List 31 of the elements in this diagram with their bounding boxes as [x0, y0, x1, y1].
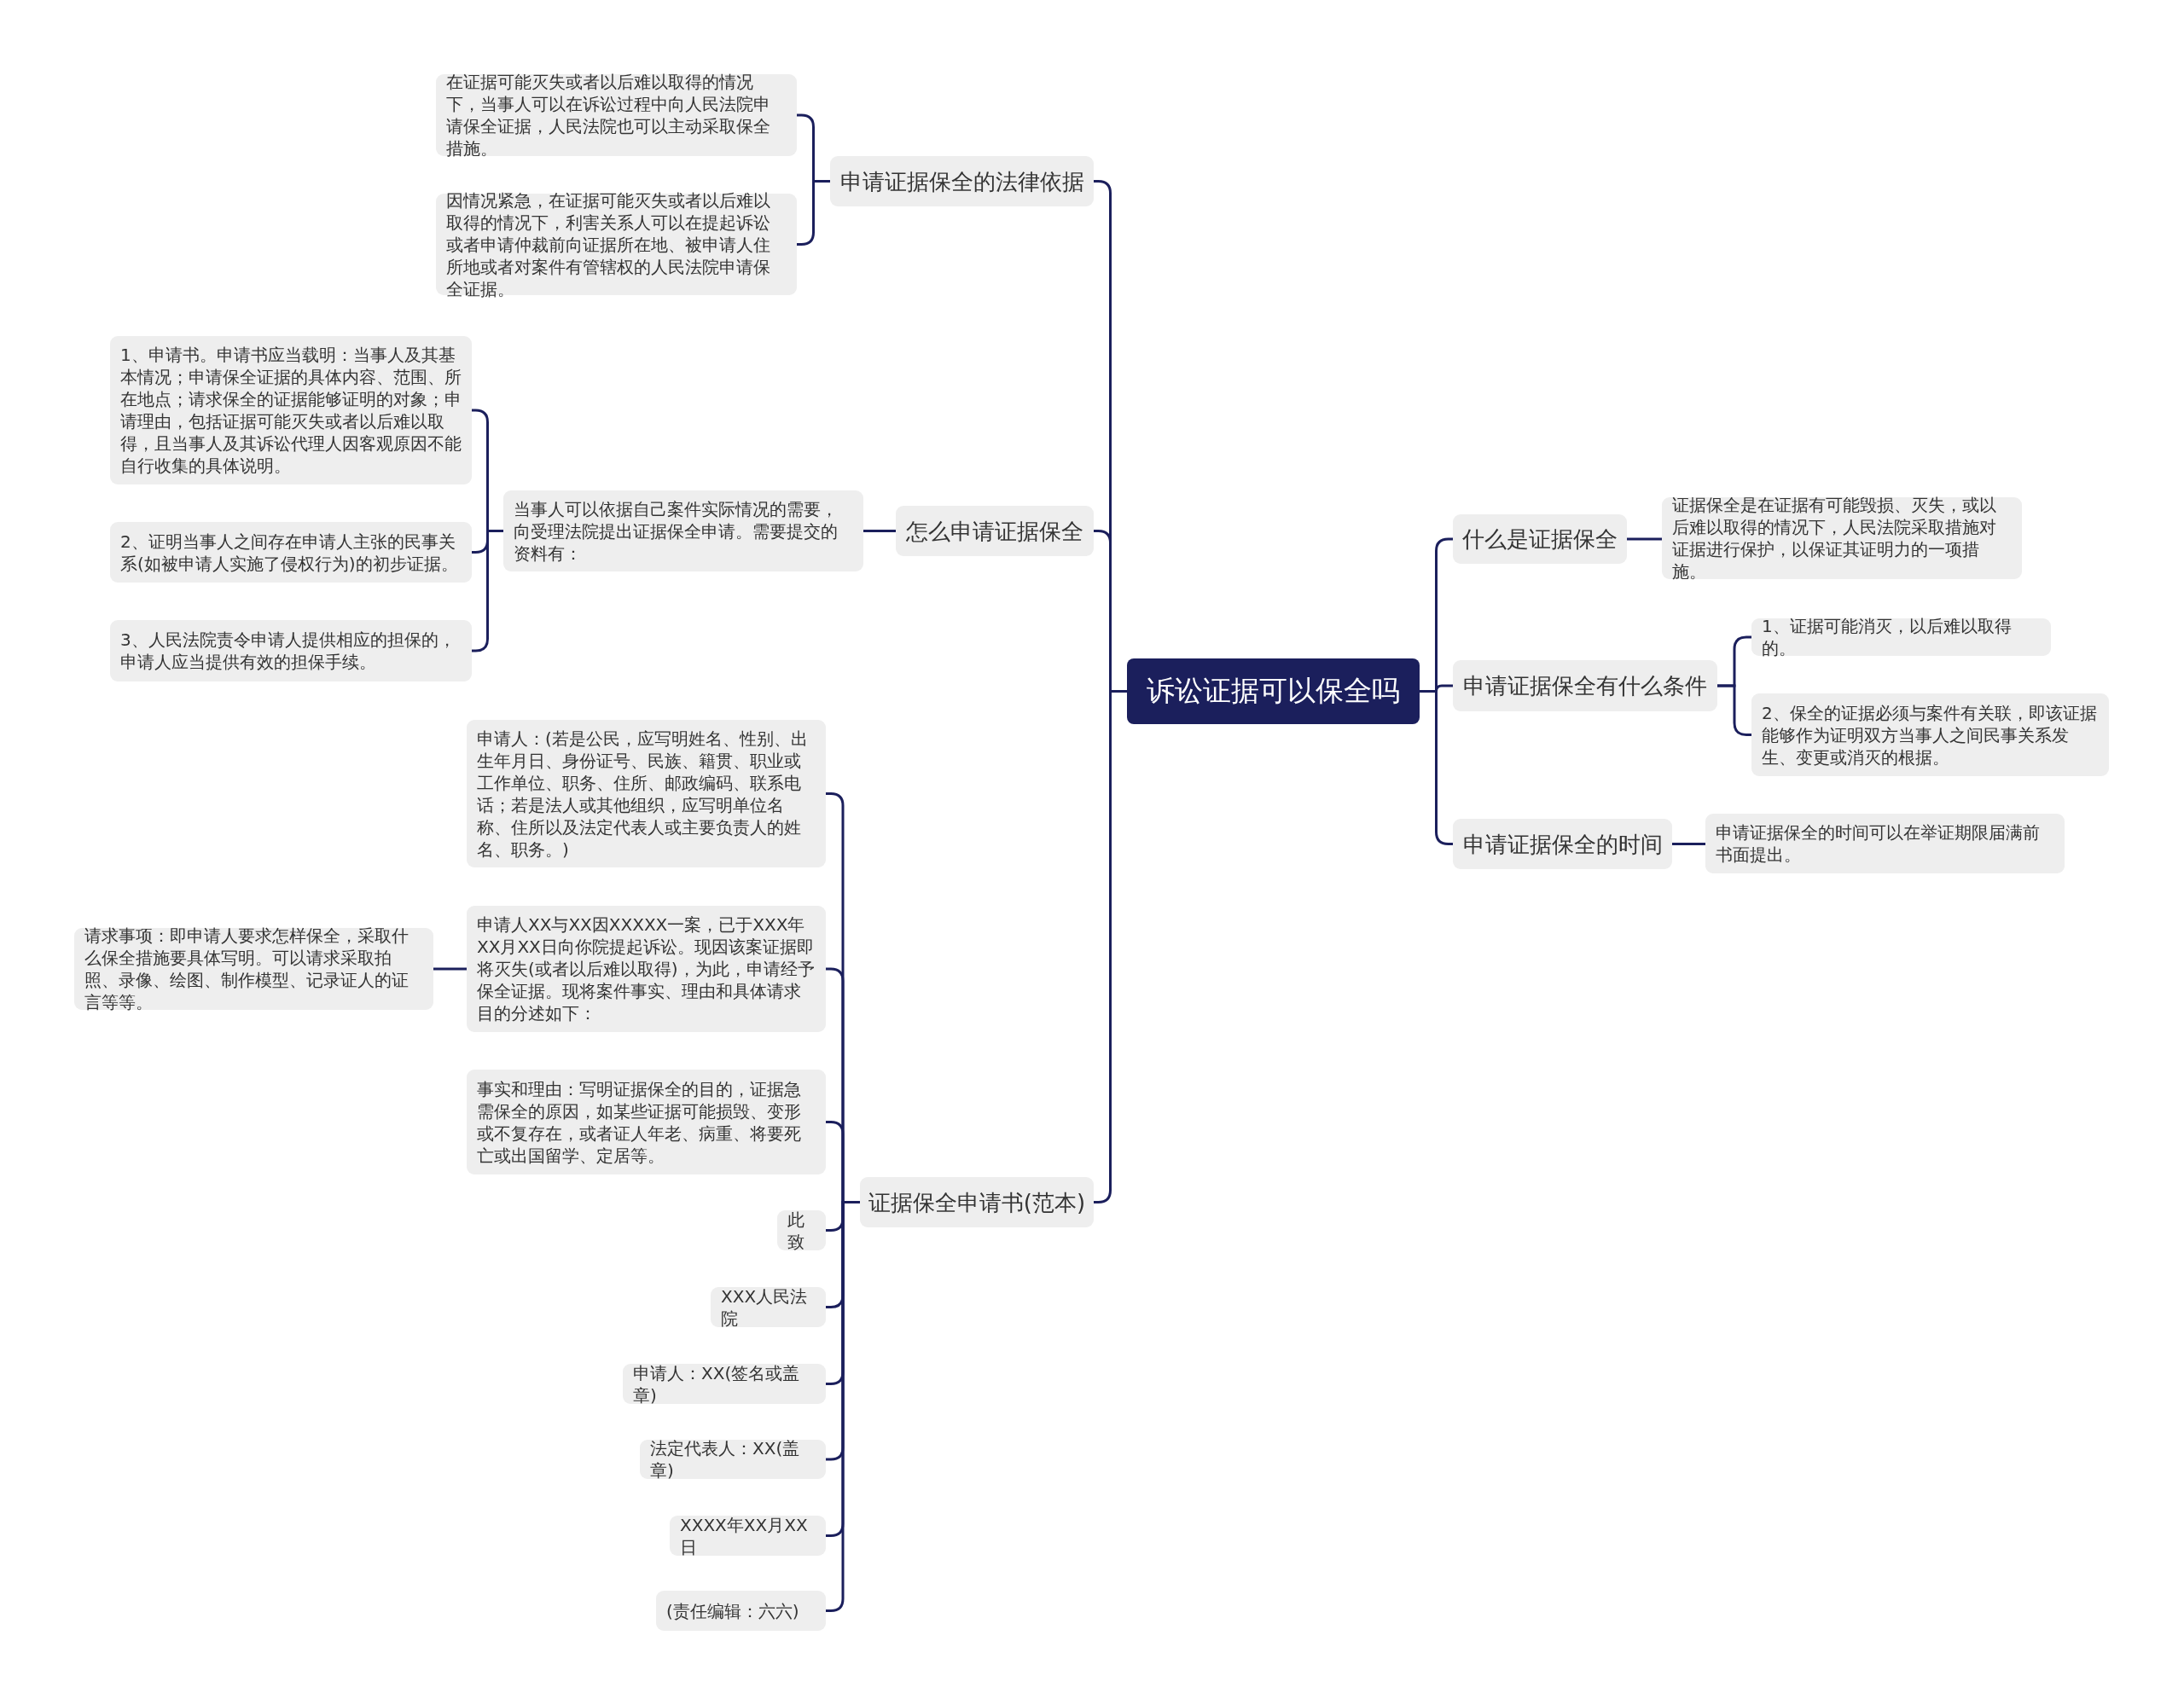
topic-box: 申请证据保全的时间 — [1453, 819, 1672, 869]
note-box: 2、保全的证据必须与案件有关联，即该证据能够作为证明双方当事人之间民事关系发生、变更或消灭的根据。 — [1751, 693, 2109, 776]
central-topic-box: 诉讼证据可以保全吗 — [1127, 658, 1420, 724]
connector — [1627, 537, 1662, 541]
note-box: 申请人：XX(签名或盖章) — [623, 1364, 826, 1404]
note-box: 2、证明当事人之间存在申请人主张的民事关系(如被申请人实施了侵权行为)的初步证据。 — [110, 522, 472, 583]
connector — [1672, 843, 1705, 845]
note-box: 请求事项：即申请人要求怎样保全，采取什么保全措施要具体写明。可以请求采取拍照、录像、绘图、制作模型、记录证人的证言等等。 — [74, 928, 433, 1010]
note-box: 申请人XX与XX因XXXXX一案，已于XXX年XX月XX日向你院提起诉讼。现因该案证据即将灭失(或者以后难以取得)，为此，申请经予保全证据。现将案件事实、理由和具体请求目的分述如下： — [467, 906, 826, 1032]
connector — [433, 967, 467, 971]
note-box: 在证据可能灭失或者以后难以取得的情况下，当事人可以在诉讼过程中向人民法院申请保全证据，人民法院也可以主动采取保全措施。 — [436, 74, 797, 156]
note-box: XXXX年XX月XX日 — [670, 1516, 826, 1556]
topic-box: 什么是证据保全 — [1453, 514, 1627, 564]
topic-box: 申请证据保全的法律依据 — [830, 156, 1094, 206]
note-box: 1、申请书。申请书应当载明：当事人及其基本情况；申请保全证据的具体内容、范围、所在地点；请求保全的证据能够证明的对象；申请理由，包括证据可能灭失或者以后难以取得，且当事人及其诉讼代理人因客观原因不能自行收集的具体说明。 — [110, 336, 472, 484]
topic-box: 怎么申请证据保全 — [896, 506, 1094, 556]
note-box: 3、人民法院责令申请人提供相应的担保的，申请人应当提供有效的担保手续。 — [110, 620, 472, 681]
note-box: (责任编辑：六六) — [656, 1591, 826, 1631]
note-box: 此致 — [777, 1210, 826, 1250]
note-box: 当事人可以依据自己案件实际情况的需要，向受理法院提出证据保全申请。需要提交的资料有： — [503, 490, 863, 571]
topic-box: 申请证据保全有什么条件 — [1453, 660, 1717, 711]
connector — [826, 1201, 860, 1612]
note-box: 申请证据保全的时间可以在举证期限届满前书面提出。 — [1705, 814, 2065, 873]
note-box: 申请人：(若是公民，应写明姓名、性别、出生年月日、身份证号、民族、籍贯、职业或工作单位、职务、住所、邮政编码、联系电话；若是法人或其他组织，应写明单位名称、住所以及法定代表人或主要负责人的姓名、职务。) — [467, 720, 826, 867]
connector — [863, 530, 896, 532]
note-box: 1、证据可能消灭，以后难以取得的。 — [1751, 618, 2051, 656]
note-box: 法定代表人：XX(盖章) — [640, 1440, 826, 1479]
note-box: 证据保全是在证据有可能毁损、灭失，或以后难以取得的情况下，人民法院采取措施对证据进行保护，以保证其证明力的一项措施。 — [1662, 497, 2022, 579]
note-box: XXX人民法院 — [711, 1287, 826, 1327]
topic-box: 证据保全申请书(范本) — [860, 1177, 1094, 1227]
note-box: 事实和理由：写明证据保全的目的，证据急需保全的原因，如某些证据可能损毁、变形或不复存在，或者证人年老、病重、将要死亡或出国留学、定居等。 — [467, 1070, 826, 1174]
